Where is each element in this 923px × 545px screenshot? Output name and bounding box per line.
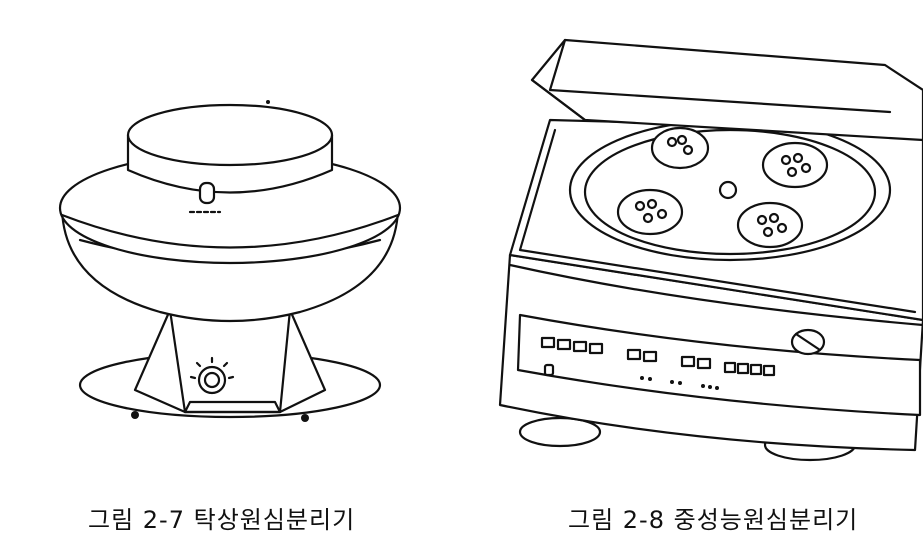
figure-medium-centrifuge	[490, 20, 923, 470]
rotor-buckets	[616, 126, 829, 249]
control-panel	[516, 313, 922, 417]
left-foot	[518, 416, 602, 448]
figure-tabletop-centrifuge	[40, 40, 420, 460]
rotor-hub	[718, 180, 738, 200]
figure-caption-2-8: 그림 2-8 중성능원심분리기	[568, 506, 859, 534]
display-digits	[540, 336, 776, 377]
power-switch	[543, 363, 555, 377]
pedestal	[133, 308, 327, 414]
medium-capacity-centrifuge-illustration	[498, 38, 923, 462]
tabletop-centrifuge-illustration	[58, 100, 402, 422]
lid-latch	[198, 181, 216, 205]
figure-caption-2-7: 그림 2-7 탁상원심분리기	[88, 506, 356, 534]
